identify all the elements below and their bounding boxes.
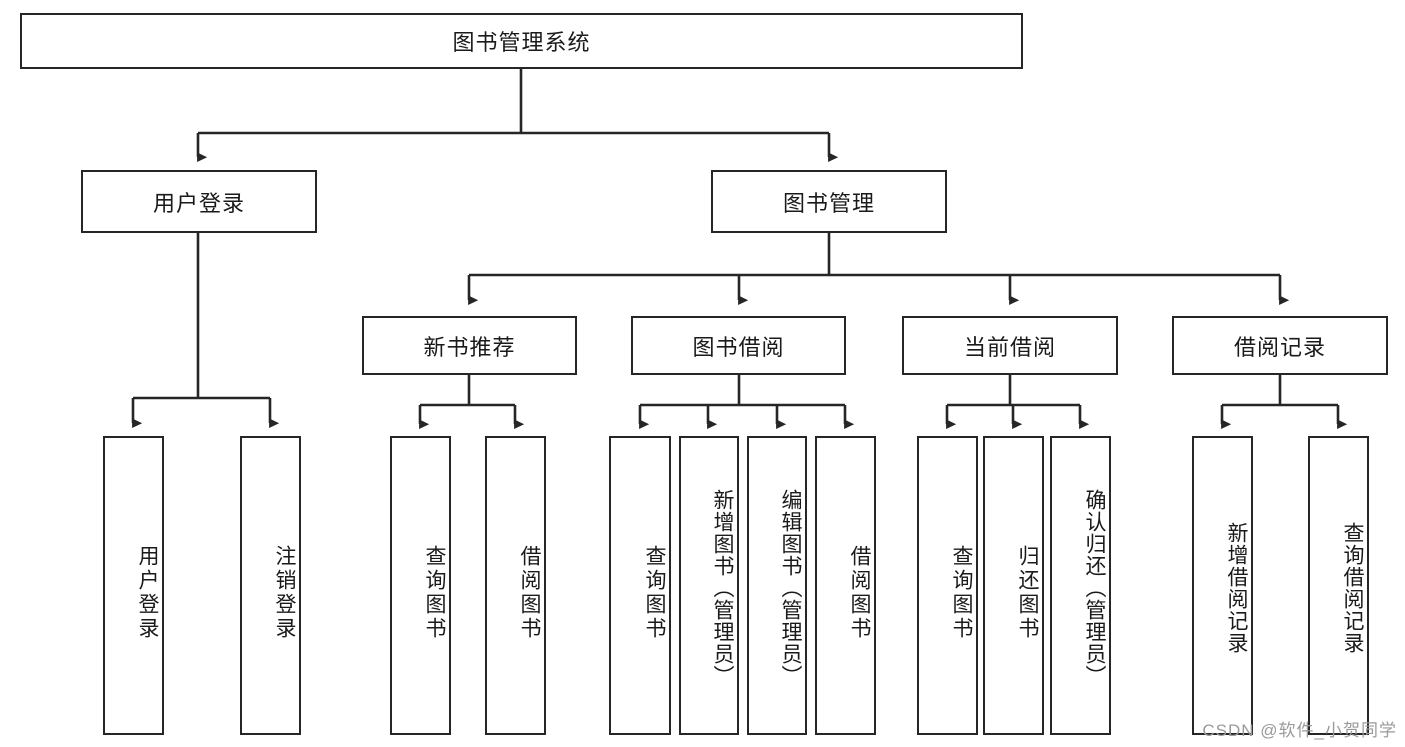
leaf-return-books[interactable]: 归还图书 xyxy=(983,436,1044,735)
leaf-edit-book-admin[interactable]: 编辑图书（管理员） xyxy=(747,436,807,735)
node-root-book-management-system[interactable]: 图书管理系统 xyxy=(20,13,1023,69)
node-book-management[interactable]: 图书管理 xyxy=(711,170,947,233)
node-current-borrowing[interactable]: 当前借阅 xyxy=(902,316,1118,375)
node-new-book-recommendation[interactable]: 新书推荐 xyxy=(362,316,577,375)
csdn-watermark: CSDN @软件_小贺同学 xyxy=(1202,721,1397,740)
leaf-query-books-current[interactable]: 查询图书 xyxy=(917,436,978,735)
leaf-add-book-admin[interactable]: 新增图书（管理员） xyxy=(679,436,739,735)
node-user-login[interactable]: 用户登录 xyxy=(81,170,317,233)
leaf-confirm-return-admin[interactable]: 确认归还（管理员） xyxy=(1050,436,1111,735)
node-book-borrowing[interactable]: 图书借阅 xyxy=(631,316,846,375)
leaf-query-books-borrowing[interactable]: 查询图书 xyxy=(609,436,671,735)
leaf-user-login[interactable]: 用户登录 xyxy=(103,436,164,735)
leaf-add-borrow-record[interactable]: 新增借阅记录 xyxy=(1192,436,1253,735)
leaf-query-books-recommendation[interactable]: 查询图书 xyxy=(390,436,451,735)
node-borrow-records[interactable]: 借阅记录 xyxy=(1172,316,1388,375)
leaf-query-borrow-record[interactable]: 查询借阅记录 xyxy=(1308,436,1369,735)
leaf-borrow-books-borrowing[interactable]: 借阅图书 xyxy=(815,436,876,735)
leaf-borrow-books-recommendation[interactable]: 借阅图书 xyxy=(485,436,546,735)
leaf-logout[interactable]: 注销登录 xyxy=(240,436,301,735)
